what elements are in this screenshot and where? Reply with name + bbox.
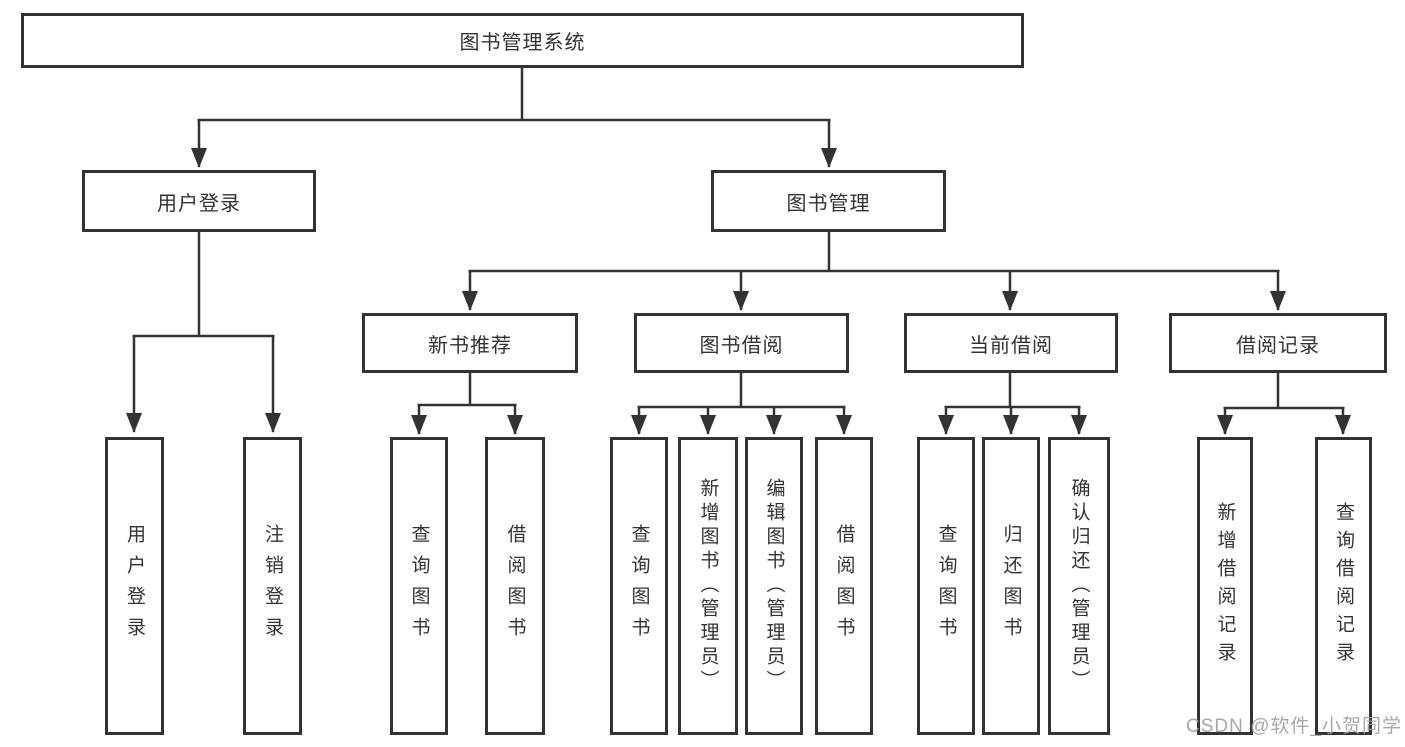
leaf-newbook-query-books: 查询图书	[390, 437, 448, 735]
leaf-user-login: 用户登录	[105, 437, 164, 735]
leaf-record-add-borrow-record: 新增借阅记录	[1197, 437, 1253, 735]
leaf-borrow-query-books: 查询图书	[610, 437, 668, 735]
leaf-current-query-books: 查询图书	[917, 437, 975, 735]
leaf-newbook-borrow-books: 借阅图书	[485, 437, 545, 735]
node-borrow-records: 借阅记录	[1169, 313, 1387, 373]
leaf-borrow-edit-books-admin: 编辑图书（管理员）	[745, 437, 803, 735]
csdn-watermark: CSDN @软件_小贺同学	[1186, 716, 1402, 737]
node-user-login: 用户登录	[82, 170, 316, 232]
leaf-logout: 注销登录	[243, 437, 302, 735]
leaf-borrow-borrow-books: 借阅图书	[815, 437, 873, 735]
node-book-borrow: 图书借阅	[634, 313, 849, 373]
leaf-current-return-books: 归还图书	[982, 437, 1040, 735]
node-new-book-recommend: 新书推荐	[362, 313, 578, 373]
leaf-borrow-add-books-admin: 新增图书（管理员）	[678, 437, 738, 735]
node-book-management: 图书管理	[711, 170, 946, 232]
leaf-record-query-borrow-record: 查询借阅记录	[1315, 437, 1372, 735]
node-current-borrow: 当前借阅	[904, 313, 1118, 373]
leaf-current-confirm-return-admin: 确认归还（管理员）	[1048, 437, 1110, 735]
node-library-system-root: 图书管理系统	[21, 13, 1024, 68]
